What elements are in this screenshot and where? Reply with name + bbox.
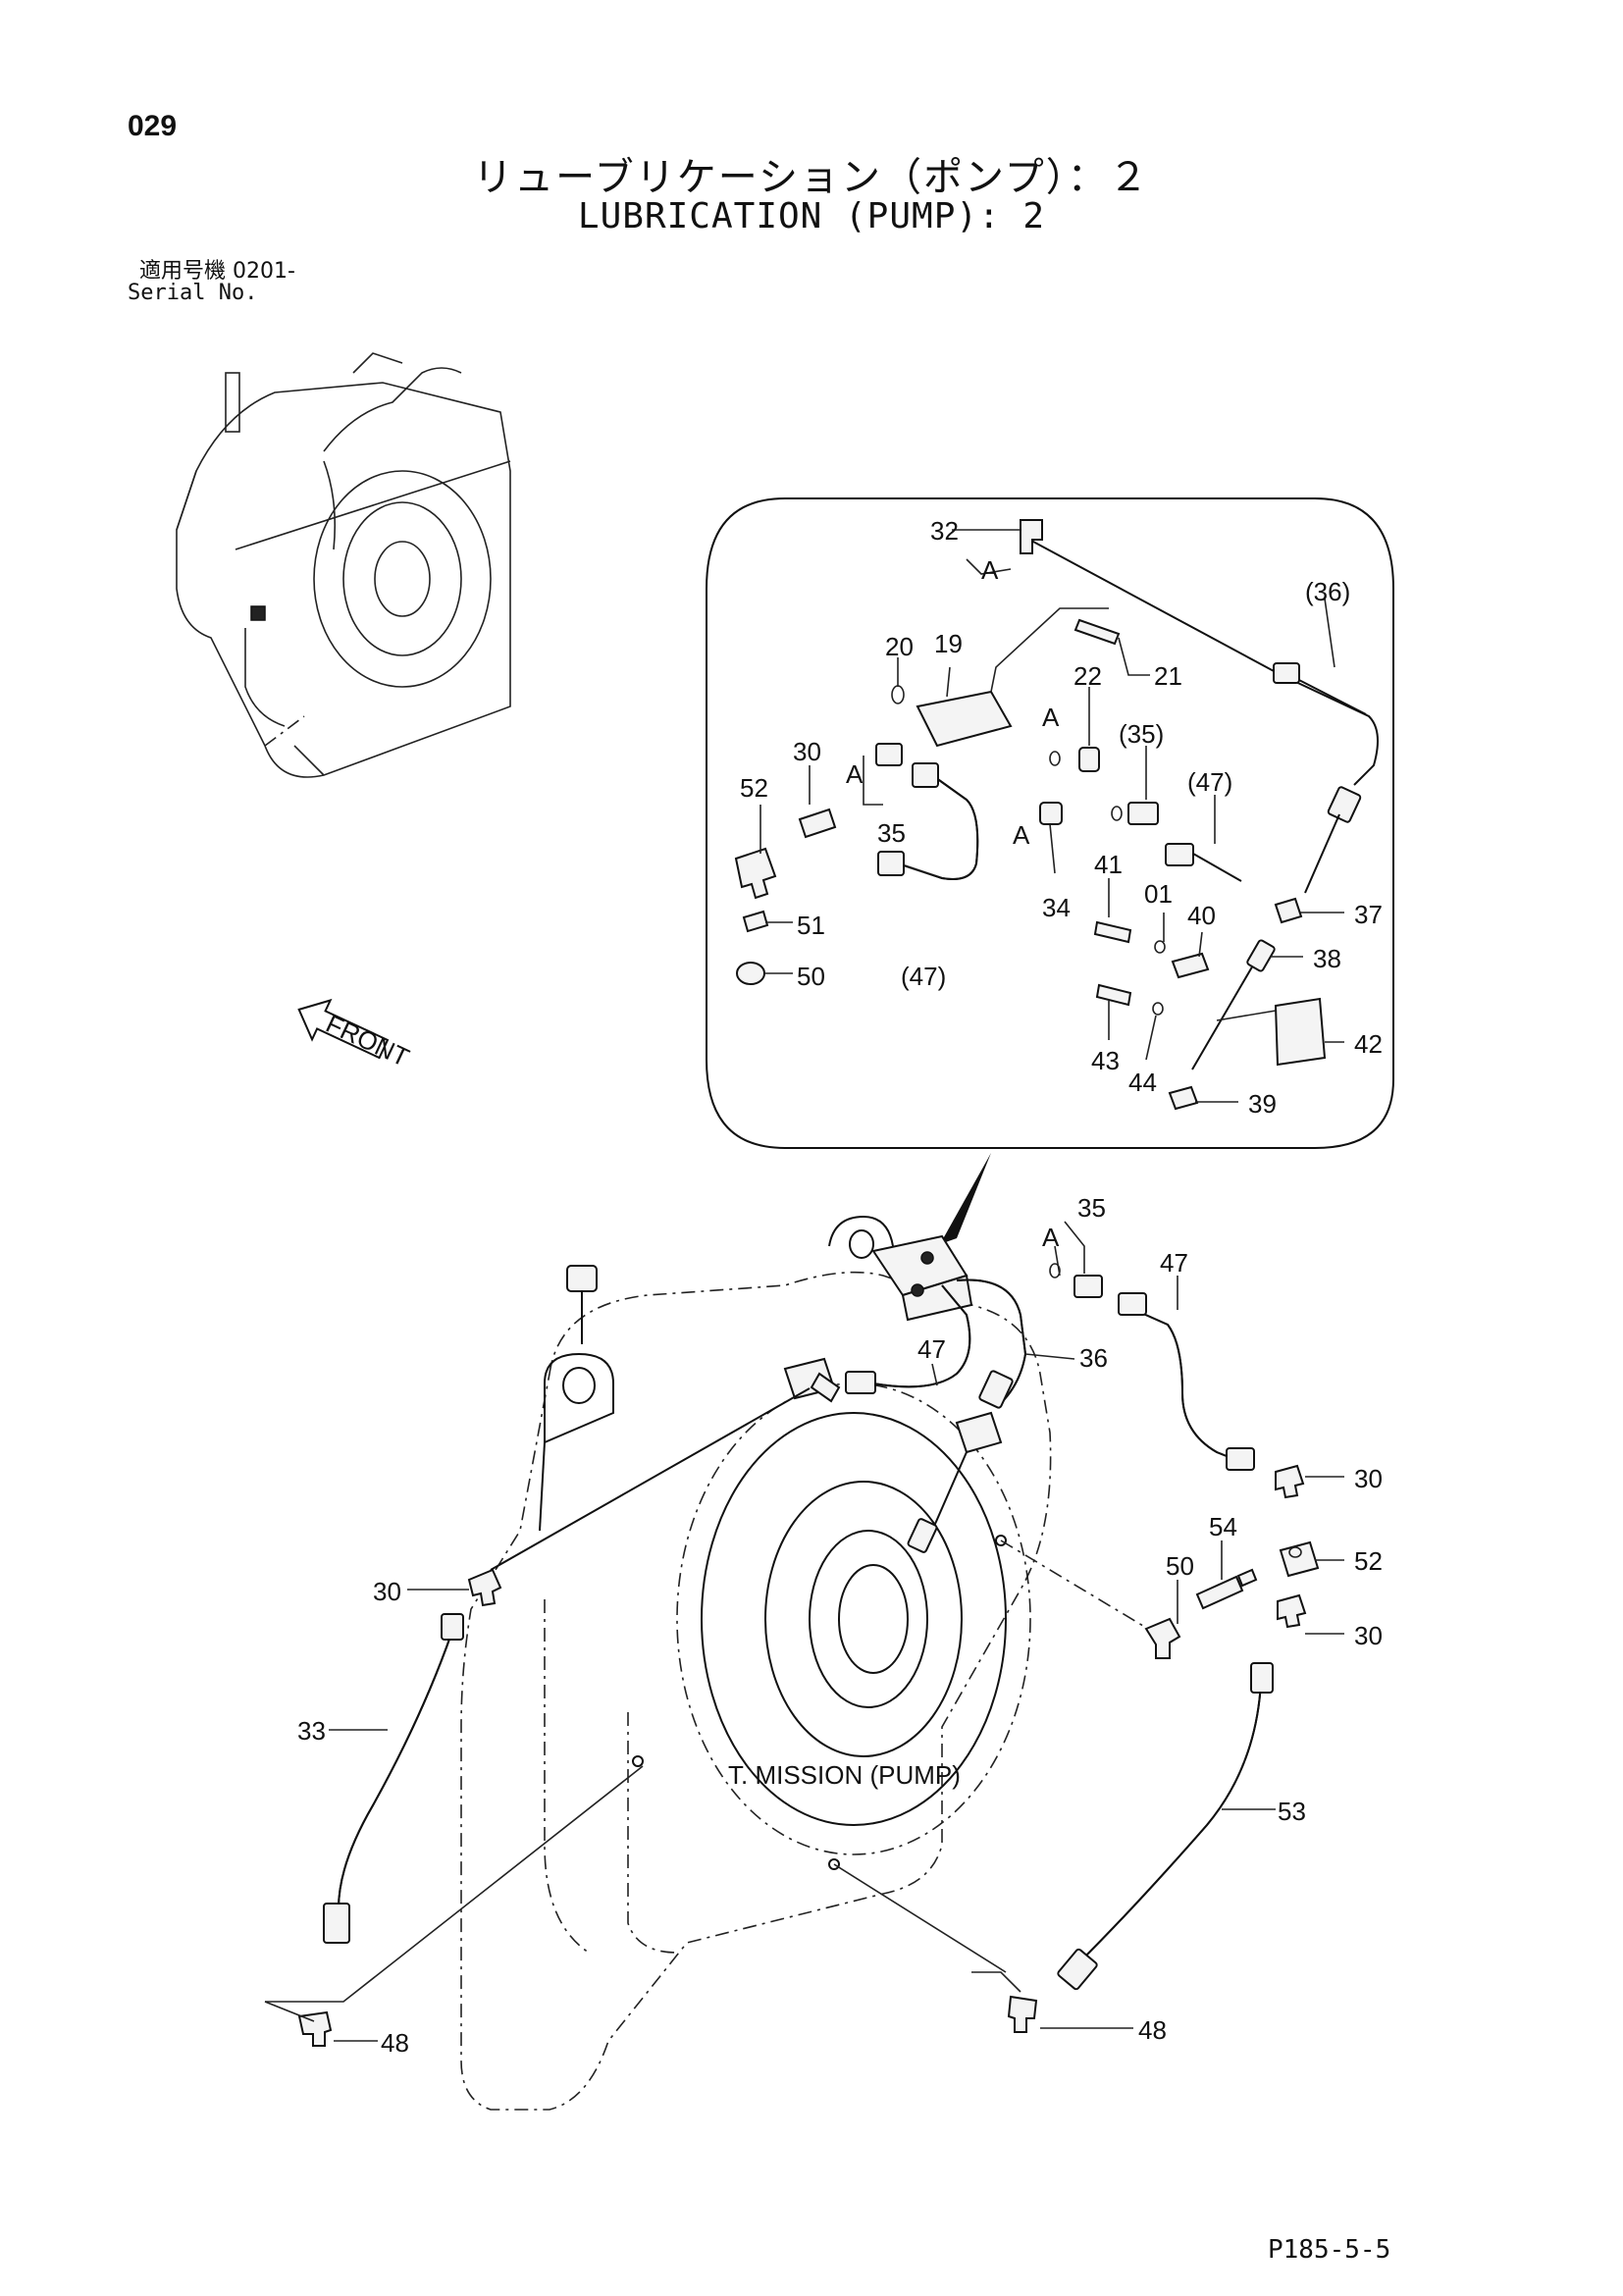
- callout-01: 01: [1144, 879, 1173, 909]
- callout-21: 21: [1154, 661, 1182, 691]
- callout-51: 51: [797, 911, 825, 940]
- callout-35: 35: [1077, 1193, 1106, 1223]
- callout-19: 19: [934, 629, 963, 658]
- front-arrow-label: FRONT: [322, 1009, 414, 1072]
- callout-40: 40: [1187, 901, 1216, 930]
- callout-a: A: [1013, 820, 1030, 850]
- main-assembly: [264, 1215, 1344, 2111]
- callout-22: 22: [1073, 661, 1102, 691]
- page-number: 029: [128, 110, 178, 142]
- callout-47-ref: (47): [1187, 767, 1232, 797]
- callout-a: A: [1042, 1223, 1060, 1252]
- callout-30: 30: [793, 737, 821, 766]
- front-arrow: FRONT: [297, 998, 414, 1072]
- overview-sketch: [176, 352, 511, 778]
- serial-label-english: Serial No.: [128, 281, 258, 305]
- callout-38: 38: [1313, 944, 1341, 973]
- callout-30: 30: [373, 1577, 401, 1606]
- callout-42: 42: [1354, 1029, 1383, 1059]
- callout-35: 35: [877, 818, 906, 848]
- callout-20: 20: [885, 632, 914, 661]
- callout-39: 39: [1248, 1089, 1277, 1119]
- callout-47: 47: [1160, 1248, 1188, 1278]
- callout-43: 43: [1091, 1046, 1120, 1075]
- callout-50: 50: [1166, 1551, 1194, 1581]
- callout-30: 30: [1354, 1621, 1383, 1650]
- callout-47: 47: [917, 1334, 946, 1364]
- callout-52: 52: [740, 773, 768, 803]
- title-english: LUBRICATION (PUMP): 2: [577, 196, 1046, 236]
- footer-code: P185-5-5: [1268, 2235, 1391, 2265]
- callout-53: 53: [1278, 1797, 1306, 1826]
- callout-48: 48: [381, 2028, 409, 2058]
- callout-35-ref: (35): [1119, 719, 1164, 749]
- main-callout-labels: 35 A 47 47 36 30 54 52 50 30 30 33 53 48…: [297, 1193, 1383, 2058]
- callout-32: 32: [930, 516, 959, 546]
- callout-33: 33: [297, 1716, 326, 1746]
- callout-34: 34: [1042, 893, 1071, 922]
- callout-37: 37: [1354, 900, 1383, 929]
- detail-inset: [706, 497, 1394, 1244]
- callout-50: 50: [797, 962, 825, 991]
- callout-a: A: [1042, 703, 1060, 732]
- callout-48: 48: [1138, 2015, 1167, 2045]
- detail-callout-labels: 32 A (36) 20 19 21 22 A (35) (47) 30 A 5…: [740, 516, 1383, 1119]
- callout-36: 36: [1079, 1343, 1108, 1373]
- serial-label-japanese: 適用号機 0201-: [139, 259, 295, 284]
- callout-52: 52: [1354, 1546, 1383, 1576]
- callout-47-ref: (47): [901, 962, 946, 991]
- callout-30: 30: [1354, 1464, 1383, 1493]
- callout-a: A: [981, 555, 999, 585]
- callout-36-ref: (36): [1305, 577, 1350, 606]
- callout-41: 41: [1094, 850, 1123, 879]
- callout-44: 44: [1128, 1068, 1157, 1097]
- callout-54: 54: [1209, 1512, 1237, 1541]
- component-label: T. MISSION (PUMP): [728, 1760, 961, 1790]
- callout-a: A: [846, 759, 864, 789]
- title-japanese: リューブリケーション（ポンプ）：２: [473, 155, 1150, 200]
